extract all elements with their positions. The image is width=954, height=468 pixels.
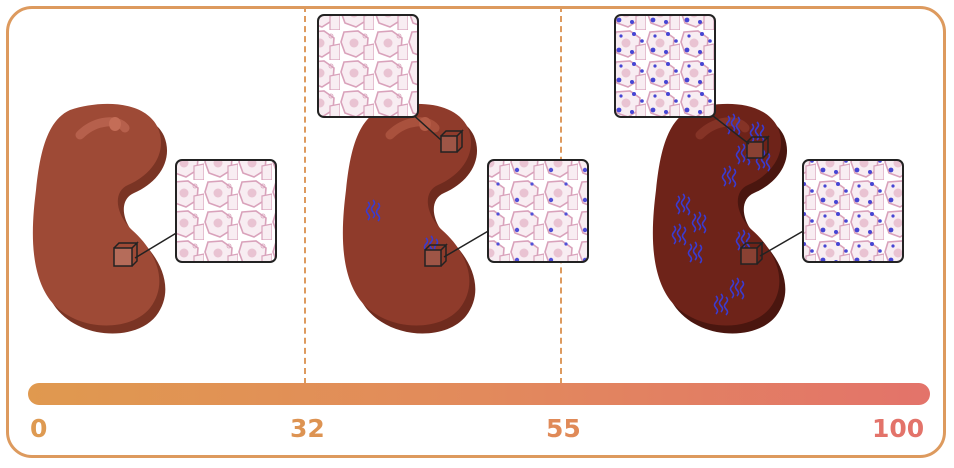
scale-tick-100: 100 — [872, 414, 925, 443]
tissue-cube-3a — [746, 135, 770, 159]
tissue-cube-2b — [424, 243, 448, 267]
kidney-healthy — [32, 103, 168, 334]
figure-frame — [6, 6, 946, 458]
scale-tick-0: 0 — [30, 414, 48, 443]
cell-inset-advanced-top — [614, 14, 716, 118]
cell-inset-early-top — [317, 14, 419, 118]
tissue-cube-3b — [740, 241, 764, 265]
kidney-advanced — [652, 103, 788, 334]
cell-inset-healthy — [175, 159, 277, 263]
tissue-cube-2a — [440, 129, 464, 153]
cell-inset-advanced-right — [802, 159, 904, 263]
cell-inset-early-right — [487, 159, 589, 263]
tissue-cube-1 — [113, 241, 139, 267]
scale-tick-55: 55 — [546, 414, 581, 443]
stage-divider-1 — [304, 6, 306, 384]
progression-scale-bar — [28, 383, 930, 405]
scale-tick-32: 32 — [290, 414, 325, 443]
